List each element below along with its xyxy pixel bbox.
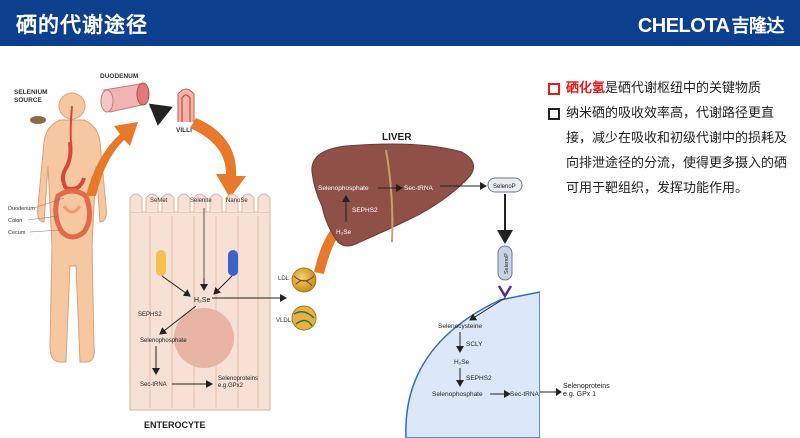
transporter-semet-icon (156, 250, 166, 276)
bullet-2-text: 纳米硒的吸收效率高，代谢路径更直接，减少在吸收和初级代谢中的损耗及向排泄途径的分… (566, 106, 788, 196)
bullet-square-icon (548, 83, 560, 95)
selenium-source-icon (30, 116, 46, 124)
body-label-colon: Colon (8, 218, 22, 224)
enterocyte-sephs2: SEPHS2 (138, 312, 162, 318)
enterocyte-sec-trna: Sec-tRNA (140, 382, 167, 388)
arrow-duodenum-to-villi (148, 103, 173, 126)
selenop-label: SelenoP (493, 184, 516, 190)
cell-selenoproteins-text: Selenoproteins e.g. GPx 1 (563, 383, 610, 398)
cell-sephs2: SEPHS2 (466, 375, 492, 382)
arrow-semet-to-h2se (161, 275, 191, 297)
bullet-1-text: 是硒代谢枢纽中的关键物质 (605, 81, 762, 96)
bullet-item-2: 纳米硒的吸收效率高，代谢路径更直接，减少在吸收和初级代谢中的损耗及向排泄途径的分… (548, 101, 788, 201)
bullet-1-highlight: 硒化氢 (566, 81, 606, 96)
enterocyte-h2se: H₂Se (194, 297, 210, 304)
human-body-figure (37, 92, 107, 363)
vldl-particle-icon (291, 305, 317, 331)
bullet-list: 硒化氢是硒代谢枢纽中的关键物质 纳米硒的吸收效率高，代谢路径更直接，减少在吸收和… (548, 76, 788, 201)
body-label-cecum: Cecum (8, 230, 26, 236)
duodenum-tube-figure (100, 82, 150, 113)
villi-figure (177, 88, 195, 122)
body-label-duodenum: Duodenum (8, 206, 35, 212)
arrow-receptor-to-selenocysteine (469, 297, 506, 321)
cell-scly: SCLY (466, 341, 483, 348)
lipoprotein-vldl-label: VLDL (276, 318, 292, 324)
arrow-lipoprotein-to-liver (314, 204, 368, 274)
target-cell (405, 291, 540, 438)
bullet-square-icon (548, 108, 560, 120)
page-title: 硒的代谢途径 (16, 13, 148, 37)
liver-title: LIVER (382, 132, 412, 143)
arrow-cell-sectrna-to-selenoproteins (540, 388, 562, 396)
arrow-villi-to-enterocyte (190, 118, 246, 198)
cell-selenophosphate: Selenophosphate (432, 391, 483, 398)
cell-sec-trna: Sec-tRNA (510, 391, 540, 398)
transporter-nanose-icon (228, 250, 238, 276)
cell-h2se: H₂Se (454, 359, 470, 366)
duodenum-label: DUODENUM (100, 73, 138, 80)
selenop-badge (487, 177, 523, 193)
cell-selenoproteins: Selenoproteins e.g. GPx 1 (563, 383, 610, 399)
enterocyte-selenophosphate: Selenophosphate (140, 338, 187, 344)
enterocyte-title: ENTEROCYTE (144, 420, 206, 430)
liver-h2se: H₂Se (336, 229, 352, 236)
arrow-h2se-to-selenophosphate (159, 305, 197, 335)
enterocyte-input-nanose: NanoSe (226, 198, 248, 204)
liver-sephs2: SEPHS2 (352, 207, 378, 214)
bullet-item-1: 硒化氢是硒代谢枢纽中的关键物质 (548, 76, 788, 101)
enterocyte-input-semet: SeMet (150, 198, 168, 204)
lipoprotein-ldl-label: LDL (278, 276, 290, 282)
receptor-anchor-icon (497, 285, 513, 299)
selenop-receptor (497, 245, 513, 281)
liver-organ (311, 143, 475, 247)
villi-label: VILLI (176, 127, 192, 134)
cell-selenocysteine: Selenocysteine (438, 323, 482, 330)
arrow-nanose-to-h2se (213, 275, 233, 295)
liver-selenophosphate: Selenophosphate (318, 185, 369, 192)
enterocyte-input-selenite: Selenite (190, 198, 212, 204)
brand-latin: CHELOTA (637, 15, 730, 37)
liver-sec-trna: Sec-tRNA (404, 185, 434, 192)
brand-cn: 吉隆达 (731, 16, 785, 37)
arrow-body-to-duodenum (86, 122, 138, 196)
enterocyte-cell (129, 193, 271, 411)
receptor-selenop-label: SelenoP (504, 253, 510, 274)
